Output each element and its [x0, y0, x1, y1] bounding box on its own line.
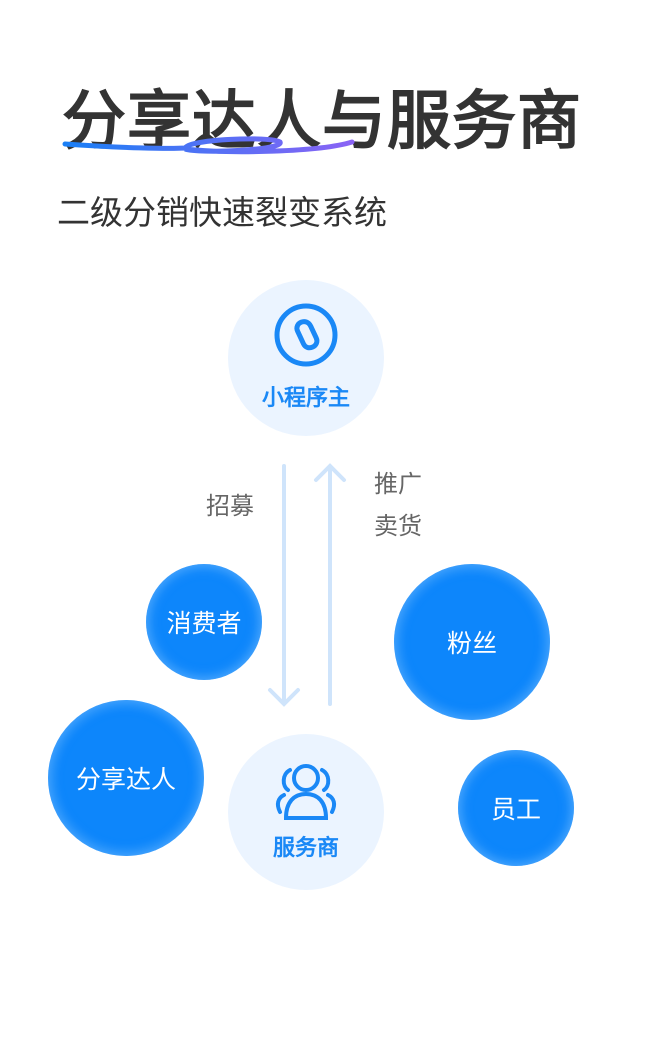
mini-program-owner-label: 小程序主	[261, 386, 350, 411]
arrow-down-icon	[268, 464, 300, 707]
bubble-consumer: 消费者	[146, 564, 262, 680]
underline-decoration	[62, 136, 355, 155]
bubble-staff: 员工	[458, 750, 574, 866]
service-provider-node: 服务商	[228, 734, 384, 890]
bubble-sharer: 分享达人	[48, 700, 204, 856]
mini-program-owner-node: 小程序主	[228, 280, 384, 436]
sell-label: 卖货	[374, 512, 422, 540]
recruit-label: 招募	[206, 492, 254, 520]
service-provider-label: 服务商	[272, 836, 339, 861]
promote-label: 推广	[374, 470, 422, 498]
subtitle: 二级分销快速裂变系统	[57, 193, 387, 232]
bubble-fans: 粉丝	[394, 564, 550, 720]
mini-program-icon	[274, 303, 338, 367]
flow-arrows	[268, 463, 346, 707]
users-icon	[275, 764, 337, 820]
arrow-up-icon	[314, 463, 346, 706]
